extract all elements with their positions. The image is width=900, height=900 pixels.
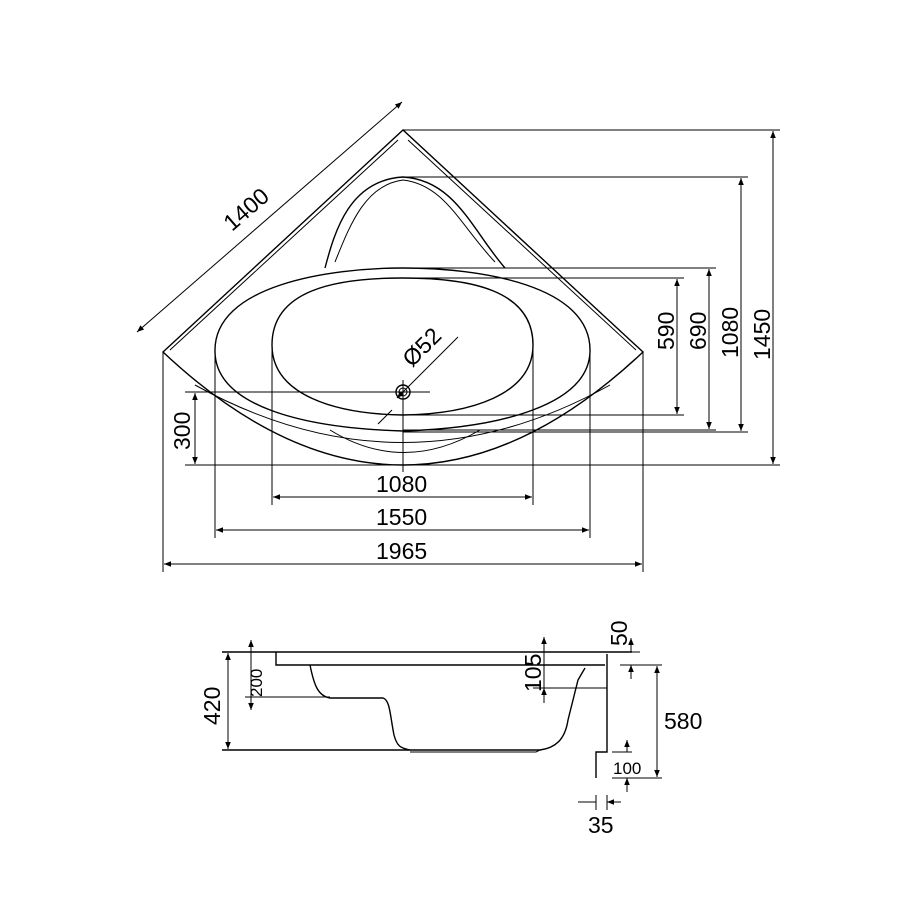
extension-lines (185, 129, 780, 466)
label-200: 200 (247, 669, 266, 697)
rim-underside (275, 652, 605, 666)
dim-1400 (136, 101, 403, 333)
tub-base (410, 749, 541, 753)
drain-leader-tail (377, 409, 393, 425)
label-1450: 1450 (749, 309, 775, 360)
label-420: 420 (199, 687, 225, 725)
label-drain-diameter: Ø52 (397, 322, 446, 371)
label-580: 580 (664, 708, 702, 734)
top-view: 1450 1080 690 590 1080 1550 1965 300 140… (136, 101, 780, 572)
drain-leader (396, 336, 459, 399)
label-1400: 1400 (218, 183, 274, 236)
label-1550: 1550 (376, 504, 427, 530)
dim-35-ticks (595, 795, 608, 810)
label-35: 35 (588, 812, 614, 838)
dim-200-line (245, 652, 330, 698)
tub-body (309, 664, 586, 751)
label-300: 300 (169, 412, 195, 450)
side-view: 420 200 105 50 580 100 35 (199, 620, 702, 838)
label-50: 50 (606, 620, 632, 646)
label-590: 590 (653, 312, 679, 350)
label-105: 105 (520, 654, 546, 692)
apron (595, 654, 608, 778)
bottom-extension-lines (162, 345, 644, 572)
label-690: 690 (685, 312, 711, 350)
label-1965: 1965 (376, 538, 427, 564)
front-curve-2 (329, 429, 481, 453)
label-1080-v: 1080 (717, 307, 743, 358)
label-1080-h: 1080 (376, 471, 427, 497)
tub-outline (161, 129, 645, 466)
rim-inner-line (169, 139, 637, 351)
label-100: 100 (613, 759, 641, 778)
